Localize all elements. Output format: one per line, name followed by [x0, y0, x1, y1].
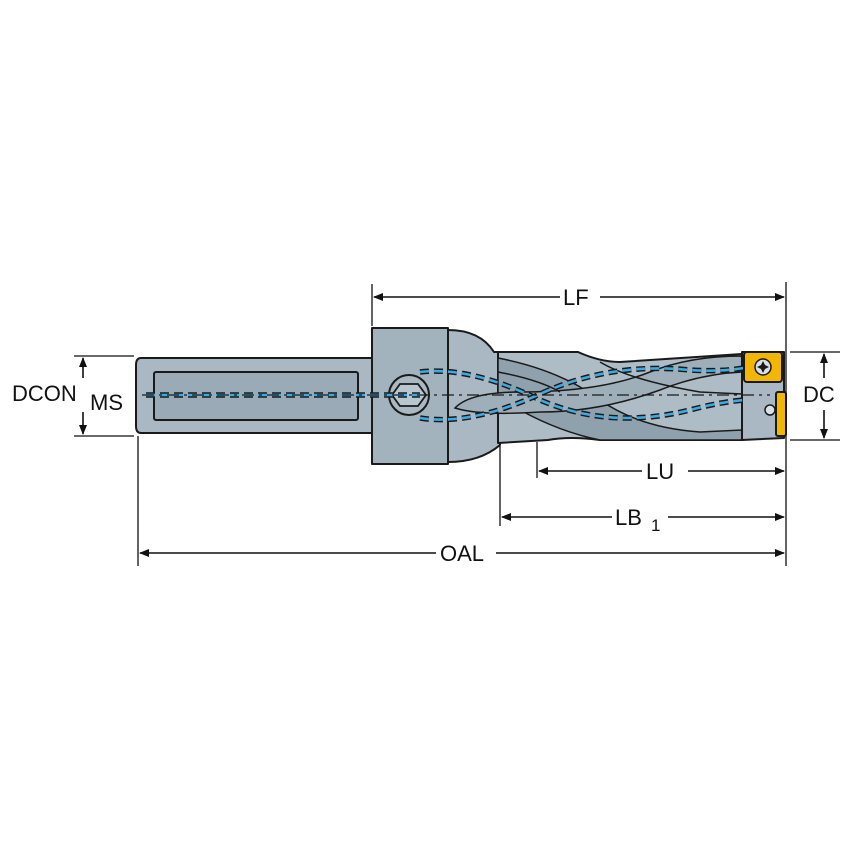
central-insert-screw — [764, 404, 776, 416]
dcon-label: DCON — [12, 381, 77, 406]
lu-label: LU — [646, 459, 674, 484]
inserts — [743, 351, 787, 437]
lb1-label: LB — [615, 505, 642, 530]
dc-label: DC — [803, 382, 835, 407]
extension-lines — [74, 282, 840, 566]
lf-label: LF — [563, 285, 589, 310]
lb1-subscript: 1 — [651, 516, 660, 535]
shank-flat — [153, 371, 359, 421]
torx-icon — [757, 361, 769, 373]
central-insert — [775, 391, 787, 437]
oal-label: OAL — [440, 541, 484, 566]
drill-body — [135, 327, 785, 465]
dcon-subscript: MS — [90, 390, 123, 415]
